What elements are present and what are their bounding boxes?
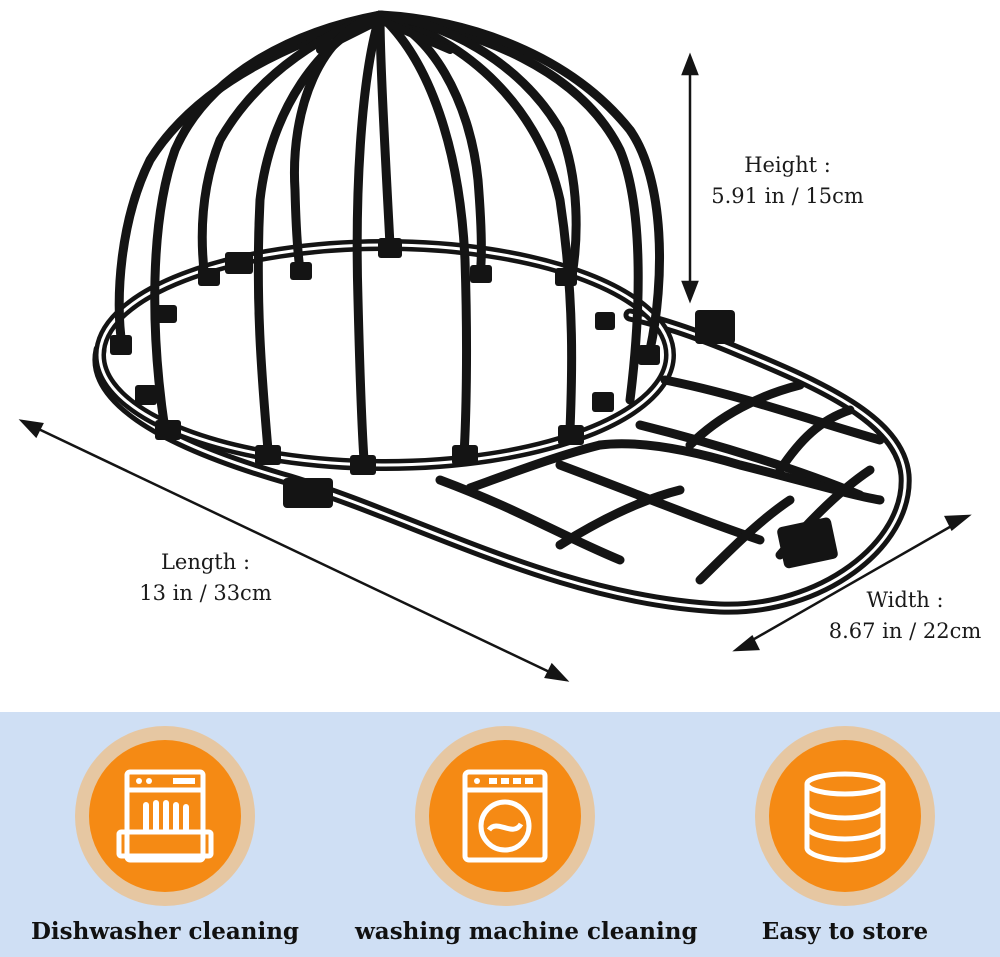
length-arrow-end: [544, 662, 570, 682]
feature-easy-store: Easy to store: [715, 712, 975, 957]
badge: [75, 726, 255, 906]
dimension-arrows: [18, 52, 972, 682]
storage-stack-icon: [804, 771, 886, 863]
feature-label: Dishwasher cleaning: [30, 918, 300, 945]
badge: [755, 726, 935, 906]
width-arrow-end: [944, 514, 972, 531]
feature-label: washing machine cleaning: [355, 918, 698, 945]
length-arrow-start: [18, 419, 44, 439]
height-arrow-top: [681, 52, 699, 76]
badge: [415, 726, 595, 906]
feature-label: Easy to store: [761, 918, 929, 945]
feature-dishwasher: Dishwasher cleaning: [31, 712, 299, 957]
cap-washer-cage-illustration: [18, 10, 972, 682]
ring-clips: [110, 238, 838, 569]
length-label: Length :: [160, 550, 251, 574]
length-dimension: Length : 13 in / 33cm: [128, 547, 283, 609]
length-value: 13 in / 33cm: [139, 581, 272, 605]
brim-grid: [435, 375, 885, 585]
height-label: Height :: [744, 153, 831, 177]
crown-ribs: [114, 10, 664, 465]
width-label: Width :: [866, 588, 944, 612]
washing-machine-icon: [462, 769, 548, 863]
width-arrow-start: [732, 635, 760, 652]
height-dimension: Height : 5.91 in / 15cm: [700, 150, 875, 212]
crown-top-hub: [316, 16, 454, 54]
feature-washing-machine: washing machine cleaning: [355, 712, 698, 957]
product-image-area: Height : 5.91 in / 15cm Length : 13 in /…: [18, 10, 995, 682]
height-value: 5.91 in / 15cm: [711, 184, 864, 208]
features-panel: Dishwasher cleaning: [0, 712, 1000, 957]
dishwasher-icon: [116, 769, 214, 863]
height-arrow-bottom: [681, 280, 699, 304]
width-dimension: Width : 8.67 in / 22cm: [815, 585, 995, 647]
width-value: 8.67 in / 22cm: [828, 619, 982, 643]
